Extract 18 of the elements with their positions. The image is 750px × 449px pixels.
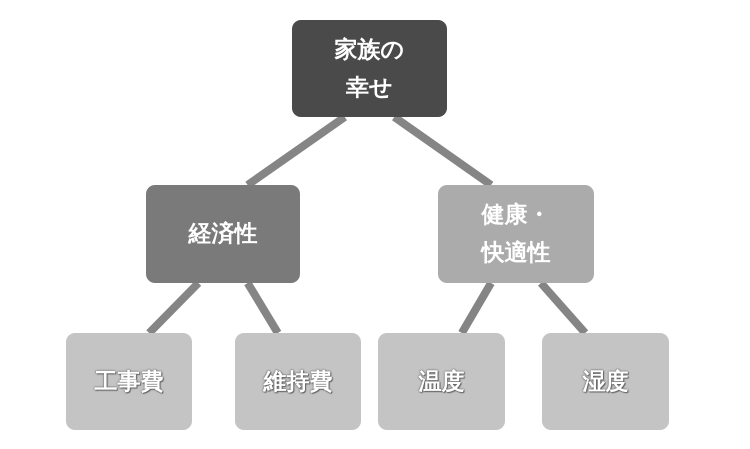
category-box: [438, 185, 594, 283]
item-box: [542, 333, 669, 430]
connector-line: [458, 280, 494, 336]
connector-line: [538, 280, 588, 336]
box-label: 温度: [418, 368, 464, 396]
box-label: 健康・快適性: [480, 201, 552, 268]
box-label: 工事費: [94, 368, 164, 396]
item-box: [235, 333, 361, 430]
connector-line: [244, 280, 282, 336]
box-label: 湿度: [582, 368, 628, 396]
box-label: 維持費: [264, 368, 332, 396]
item-box: [66, 333, 192, 430]
box-label: 経済性: [188, 220, 258, 249]
root-box: [292, 20, 447, 117]
box-label: 家族の幸せ: [333, 36, 406, 102]
item-box: [378, 333, 505, 430]
connector-line: [146, 280, 202, 336]
category-box: [146, 185, 300, 283]
